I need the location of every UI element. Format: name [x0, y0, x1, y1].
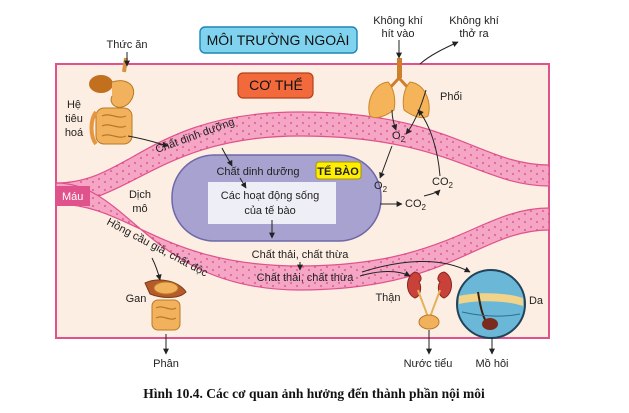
arrow-o2-to-cell — [379, 145, 393, 179]
liver-label: Gan — [126, 293, 147, 305]
cell-inner-area — [208, 182, 336, 224]
skin-label: Da — [529, 295, 544, 307]
sweat-label: Mồ hôi — [475, 358, 508, 370]
life-activities-label-line2: của tế bào — [244, 205, 295, 217]
arrow-lungs-o2 — [391, 109, 398, 131]
waste-cell-label: Chất thải, chất thừa — [252, 249, 350, 261]
o2-top-label: O2 — [392, 130, 406, 144]
arrow-air-out — [419, 41, 459, 65]
digestive-label-line3: hoá — [65, 127, 84, 139]
outer-environment-box — [199, 26, 358, 54]
waste-vessel-label: Chất thải, chất thừa — [257, 272, 355, 284]
arrow-to-liver — [151, 257, 162, 281]
digestive-label-line2: tiêu — [65, 113, 83, 125]
arrow-co2-to-lungs — [417, 109, 441, 177]
air-out-label-line2: thở ra — [459, 28, 489, 40]
skin-icon — [456, 269, 526, 339]
arrow-nutrients-to-activities — [239, 177, 247, 189]
figure-caption: Hình 10.4. Các cơ quan ảnh hưởng đến thà… — [143, 386, 485, 401]
kidney-icon — [407, 271, 452, 330]
air-out-label-line1: Không khí — [449, 15, 499, 27]
cell-tag — [315, 161, 362, 180]
digestive-system-icon — [89, 57, 134, 146]
kidney-label: Thận — [375, 292, 400, 304]
liver-icon — [144, 279, 187, 331]
arrow-to-skin — [361, 260, 471, 273]
urine-label: Nước tiểu — [404, 358, 453, 370]
digestive-label-line1: Hệ — [67, 99, 81, 111]
arrow-o2-to-lungs — [405, 89, 427, 135]
arrow-nutrients-to-cell — [221, 147, 233, 167]
outer-environment-label: MÔI TRƯỜNG NGOÀI — [207, 32, 350, 48]
air-in-label-line2: hít vào — [381, 28, 414, 40]
life-activities-label-line1: Các hoạt động sống — [221, 190, 319, 202]
arrow-digestive-nutrients — [127, 135, 169, 148]
nutrients-cell-label: Chất dinh dưỡng — [216, 166, 299, 178]
arrow-co2-from-cell — [423, 189, 441, 197]
blood-vessel — [55, 111, 550, 291]
tissue-fluid-label-line2: mô — [132, 203, 147, 215]
air-in-label-line1: Không khí — [373, 15, 423, 27]
flow-arrows — [124, 40, 495, 355]
lungs-icon — [368, 58, 430, 119]
co2-right-label: CO2 — [432, 176, 454, 190]
body-box — [237, 72, 314, 99]
tissue-fluid-label-line1: Dịch — [129, 189, 151, 201]
o2-cell-label: O2 — [374, 180, 388, 194]
lungs-label: Phổi — [440, 91, 462, 103]
blood-label: Máu — [62, 191, 83, 203]
food-label: Thức ăn — [107, 39, 148, 51]
co2-cell-label: CO2 — [405, 198, 427, 212]
cell-tag-label: TẾ BÀO — [317, 165, 359, 178]
feces-label: Phân — [153, 358, 179, 370]
blood-label-box — [56, 186, 90, 206]
arrow-to-kidney — [359, 270, 411, 277]
body-label: CƠ THỂ — [249, 76, 303, 93]
